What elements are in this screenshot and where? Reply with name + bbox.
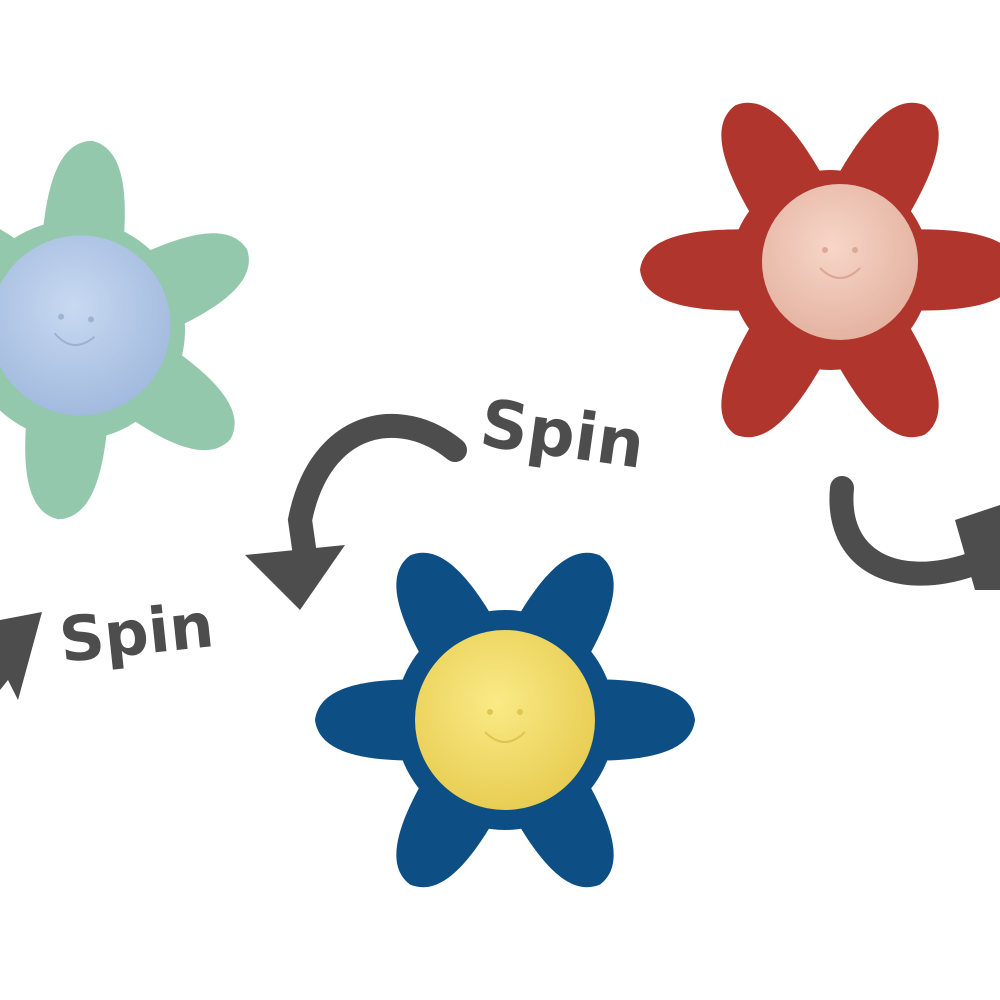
blue-center-button	[0, 235, 171, 416]
red-flower-spinner	[640, 85, 1000, 455]
curved-arrow-left-icon	[0, 612, 42, 700]
yellow-center-button	[415, 630, 595, 810]
blue-flower-spinner	[315, 535, 695, 905]
spin-label-left: Spin	[56, 588, 217, 677]
pink-center-button	[762, 184, 918, 340]
curved-arrow-center-icon	[245, 414, 467, 610]
smile-face-icon	[53, 313, 96, 346]
curved-arrow-right-icon	[829, 476, 1000, 590]
spin-label-center: Spin	[476, 385, 650, 484]
green-flower-spinner	[0, 137, 265, 523]
smile-face-icon	[484, 709, 526, 743]
smile-face-icon	[819, 247, 861, 279]
